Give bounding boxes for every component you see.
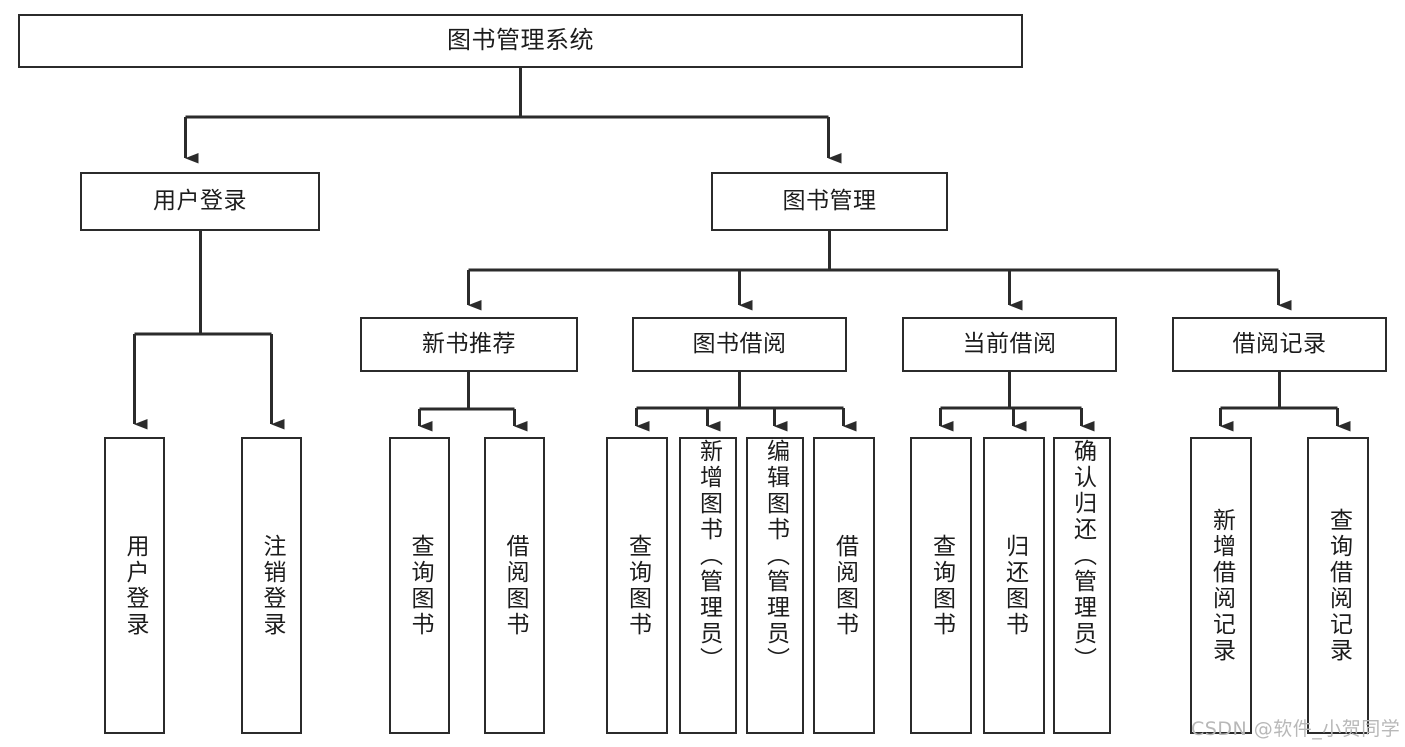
node-book-borrow[interactable]: 图书借阅 bbox=[632, 317, 847, 372]
node-leaf-borrow-book-1-label: 借阅图书 bbox=[502, 533, 528, 638]
node-borrow-record[interactable]: 借阅记录 bbox=[1172, 317, 1387, 372]
node-leaf-user-login[interactable]: 用户登录 bbox=[104, 437, 165, 734]
node-user-login[interactable]: 用户登录 bbox=[80, 172, 320, 231]
node-book-manage[interactable]: 图书管理 bbox=[711, 172, 948, 231]
node-leaf-user-logout-label: 注销登录 bbox=[259, 533, 285, 638]
node-current-borrow-label: 当前借阅 bbox=[962, 331, 1057, 358]
node-leaf-return-book[interactable]: 归还图书 bbox=[983, 437, 1045, 734]
node-leaf-query-book-2-label: 查询图书 bbox=[624, 533, 651, 638]
node-root-label: 图书管理系统 bbox=[447, 26, 594, 55]
node-leaf-add-book[interactable]: 新增图书（管理员） bbox=[679, 437, 737, 734]
node-new-book-recommend-label: 新书推荐 bbox=[422, 331, 516, 358]
node-root[interactable]: 图书管理系统 bbox=[18, 14, 1023, 68]
node-leaf-confirm-return[interactable]: 确认归还（管理员） bbox=[1053, 437, 1111, 734]
node-leaf-borrow-book-1[interactable]: 借阅图书 bbox=[484, 437, 545, 734]
node-leaf-confirm-return-label: 确认归还（管理员） bbox=[1069, 439, 1096, 673]
node-leaf-query-book-1[interactable]: 查询图书 bbox=[389, 437, 450, 734]
node-leaf-query-book-3[interactable]: 查询图书 bbox=[910, 437, 972, 734]
node-leaf-query-book-3-label: 查询图书 bbox=[928, 533, 955, 638]
node-book-borrow-label: 图书借阅 bbox=[692, 331, 787, 358]
node-user-login-label: 用户登录 bbox=[153, 188, 247, 215]
node-leaf-edit-book-label: 编辑图书（管理员） bbox=[762, 439, 789, 673]
node-leaf-user-logout[interactable]: 注销登录 bbox=[241, 437, 302, 734]
node-leaf-borrow-book-2-label: 借阅图书 bbox=[831, 533, 858, 638]
node-borrow-record-label: 借阅记录 bbox=[1232, 331, 1327, 358]
node-leaf-query-book-1-label: 查询图书 bbox=[407, 533, 433, 638]
node-leaf-edit-book[interactable]: 编辑图书（管理员） bbox=[746, 437, 804, 734]
node-leaf-add-book-label: 新增图书（管理员） bbox=[695, 439, 722, 673]
node-leaf-add-record-label: 新增借阅记录 bbox=[1208, 507, 1235, 664]
node-leaf-return-book-label: 归还图书 bbox=[1001, 533, 1028, 638]
node-book-manage-label: 图书管理 bbox=[782, 188, 877, 215]
node-leaf-query-record[interactable]: 查询借阅记录 bbox=[1307, 437, 1369, 734]
node-leaf-add-record[interactable]: 新增借阅记录 bbox=[1190, 437, 1252, 734]
node-leaf-query-book-2[interactable]: 查询图书 bbox=[606, 437, 668, 734]
node-leaf-user-login-label: 用户登录 bbox=[122, 533, 148, 638]
node-leaf-query-record-label: 查询借阅记录 bbox=[1325, 507, 1352, 664]
node-leaf-borrow-book-2[interactable]: 借阅图书 bbox=[813, 437, 875, 734]
node-current-borrow[interactable]: 当前借阅 bbox=[902, 317, 1117, 372]
node-new-book-recommend[interactable]: 新书推荐 bbox=[360, 317, 578, 372]
